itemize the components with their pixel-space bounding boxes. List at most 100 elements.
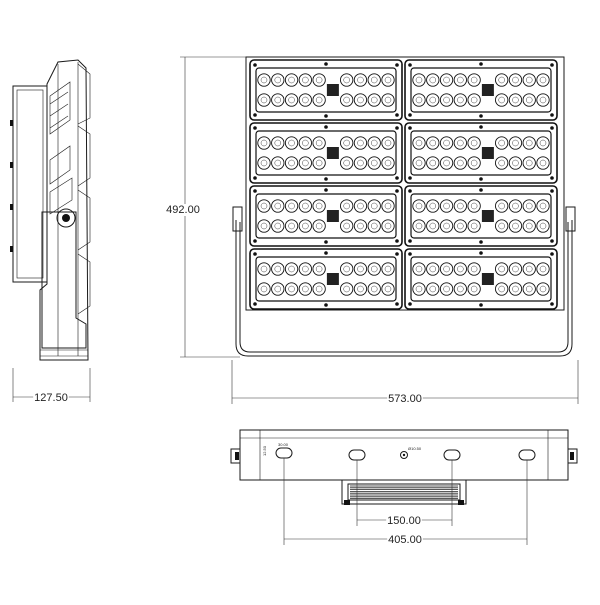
bottom-slot-3 [443,449,461,461]
module-driver-block [326,273,339,285]
led-lens-inner [370,222,378,230]
led-lens-inner [539,202,547,210]
led-lens [284,262,299,276]
led-lens [495,136,509,150]
led-lens [340,219,354,233]
led-lens [453,136,467,150]
module-screw [408,113,412,117]
led-lens-inner [498,159,505,167]
module-screw [324,114,328,118]
led-lens [340,262,354,276]
bottom-slot-4 [518,449,536,461]
led-lens-inner [288,159,295,167]
led-lens [271,136,285,150]
module-driver-block [481,84,494,96]
led-lens-inner [302,202,309,210]
led-lens [467,93,481,107]
module-screw [395,126,399,130]
led-lens [257,93,271,107]
led-lens [536,282,550,296]
led-lens [426,136,440,150]
led-lens-inner [525,76,533,84]
led-lens [495,93,509,107]
led-lens-inner [498,96,505,104]
led-lens-inner [260,285,268,293]
led-lens [257,73,271,87]
led-lens [284,156,299,170]
module-screw [408,302,412,306]
module-screw [395,176,399,180]
led-lens-inner [457,222,464,230]
module-screw [550,176,554,180]
led-lens [495,282,509,296]
led-lens [412,282,426,296]
led-lens [439,219,454,233]
led-lens [453,199,467,213]
led-lens [257,262,271,276]
led-lens-inner [525,265,533,273]
bottom-bracket [341,479,467,505]
front-yoke-pivot-left [232,206,243,232]
led-lens-inner [302,285,309,293]
led-lens-inner [384,202,392,210]
led-lens [353,199,368,213]
led-lens [381,282,395,296]
led-lens-inner [302,76,309,84]
bottom-view: Ø10.50 30.00 12.50 150.00 405.00 [230,429,578,546]
led-lens [453,282,467,296]
module-screw [395,252,399,256]
led-lens-inner [274,76,282,84]
led-lens-inner [512,159,519,167]
module-screw [408,239,412,243]
led-lens [522,219,536,233]
bottom-small-label-a: 30.00 [278,442,289,447]
led-lens [522,262,536,276]
led-lens-inner [274,96,282,104]
led-lens [522,136,536,150]
module-screw [479,303,483,307]
module-screw [324,188,328,192]
module-screw [324,240,328,244]
led-lens-inner [315,285,323,293]
led-lens [353,93,368,107]
led-lens-inner [470,139,478,147]
bottom-pivot-left-cap [235,452,239,460]
side-depth-label-bg [33,392,69,404]
led-lens [298,219,312,233]
led-lens [536,219,550,233]
led-lens-inner [443,139,450,147]
module-screw [324,177,328,181]
module-screw [479,125,483,129]
led-lens [284,199,299,213]
led-lens-inner [370,159,378,167]
led-lens-inner [498,285,505,293]
led-lens-inner [260,139,268,147]
led-lens-inner [470,159,478,167]
led-lens-inner [539,96,547,104]
led-lens-inner [443,265,450,273]
module-screw [324,62,328,66]
led-lens-inner [288,76,295,84]
led-lens-inner [525,285,533,293]
led-lens-inner [429,222,437,230]
led-lens-inner [525,139,533,147]
led-lens-inner [443,96,450,104]
module-screw [253,252,257,256]
led-lens [381,93,395,107]
led-lens-inner [357,285,364,293]
led-lens [412,219,426,233]
led-lens-inner [343,202,350,210]
led-lens-inner [288,285,295,293]
led-lens-inner [429,159,437,167]
led-lens [271,219,285,233]
led-lens [439,73,454,87]
led-lens-inner [498,139,505,147]
led-lens-inner [370,265,378,273]
module-screw [408,126,412,130]
side-edge-ticks [10,120,13,252]
led-lens [522,156,536,170]
module-screw [479,188,483,192]
led-lens-inner [470,285,478,293]
led-lens [353,136,368,150]
led-module [249,248,403,310]
